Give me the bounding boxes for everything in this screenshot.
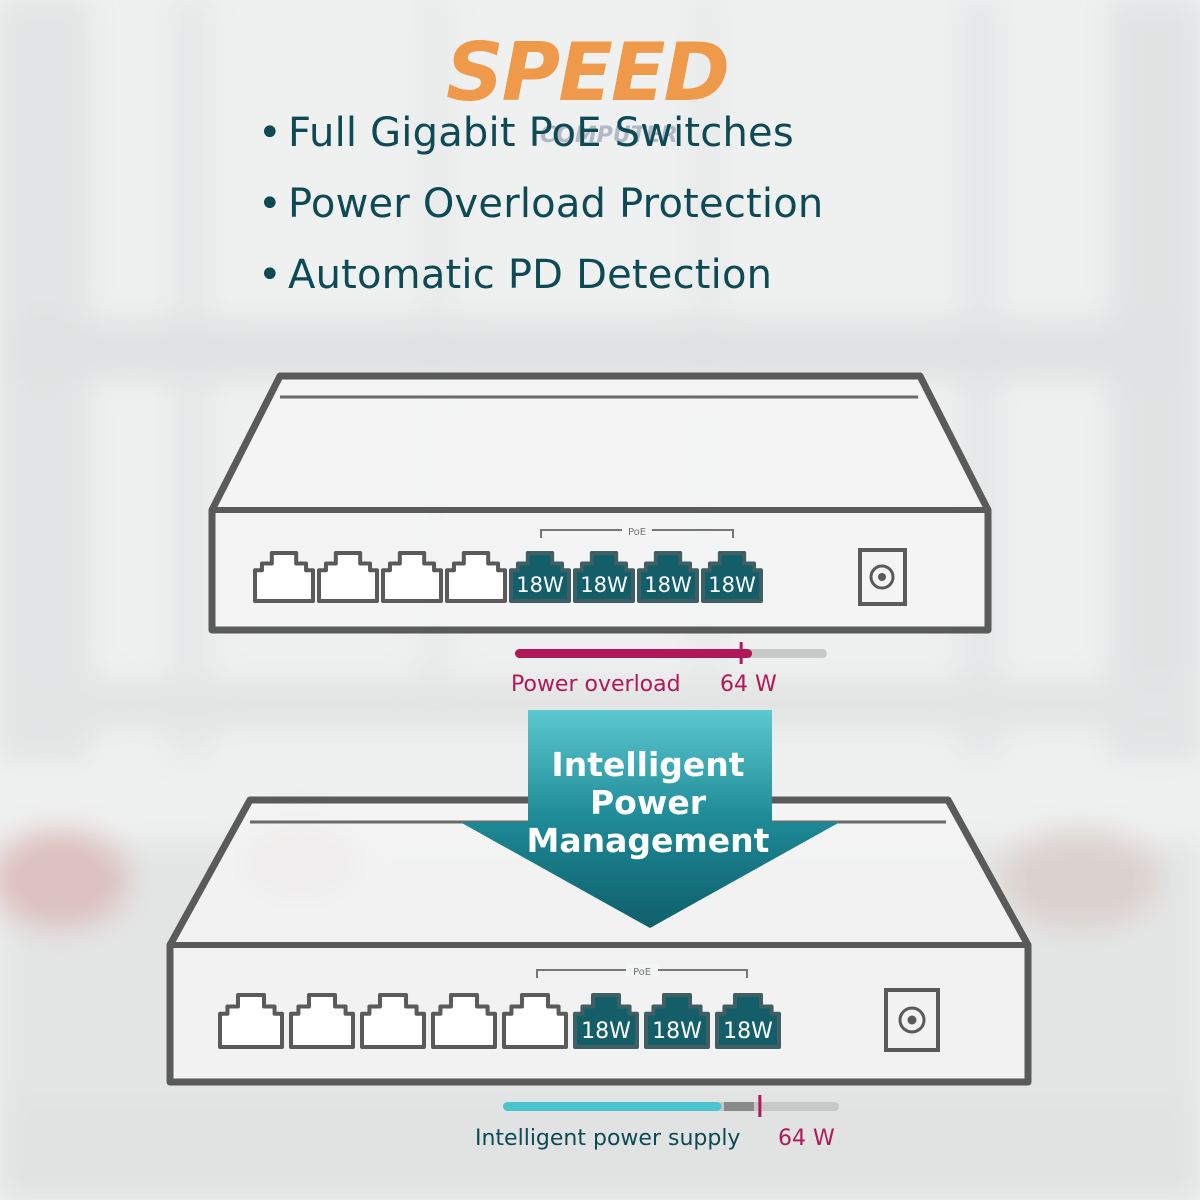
switch-top: PoE 18W 18W 18W 18W (208, 372, 992, 634)
port-wattage-label: 18W (581, 1019, 631, 1044)
speed-computer-logo: SPEED COMPUTER (446, 26, 730, 148)
port-wattage-label: 18W (644, 573, 692, 597)
power-bar-bottom: Intelligent power supply 64 W (475, 1095, 839, 1151)
power-bar-fill (503, 1102, 722, 1111)
poe-port (701, 551, 763, 603)
ethernet-port (289, 993, 355, 1049)
power-jack (884, 988, 940, 1052)
poe-label: PoE (628, 527, 646, 538)
ethernet-port (317, 551, 379, 603)
feature-item: •Power Overload Protection (258, 169, 823, 240)
ethernet-port (253, 551, 315, 603)
feature-text: Automatic PD Detection (288, 252, 773, 298)
logo-sub: COMPUTER (540, 123, 678, 148)
poe-port (573, 551, 635, 603)
port-wattage-label: 18W (516, 573, 564, 597)
ethernet-port (445, 551, 507, 603)
arrow-line2: Power (590, 783, 707, 822)
arrow-line1: Intelligent (551, 745, 744, 784)
poe-port (715, 993, 781, 1049)
poe-port (573, 993, 639, 1049)
feature-item: •Automatic PD Detection (258, 240, 823, 311)
bullet-icon: • (258, 110, 282, 156)
power-bar-top: Power overload 64 W (511, 642, 827, 697)
power-bar-value: 64 W (778, 1126, 835, 1151)
logo-main: SPEED (446, 26, 728, 119)
bullet-icon: • (258, 181, 282, 227)
ethernet-port (381, 551, 443, 603)
poe-bracket: PoE (540, 524, 734, 538)
power-bar-marker (758, 1095, 762, 1117)
intelligent-power-arrow: Intelligent Power Management (460, 710, 840, 928)
feature-list: •Full Gigabit PoE Switches •Power Overlo… (258, 98, 823, 311)
port-wattage-label: 18W (723, 1019, 773, 1044)
switch-bottom: PoE 18W 18W 18W (166, 796, 1032, 1086)
poe-port (637, 551, 699, 603)
bullet-icon: • (258, 252, 282, 298)
ethernet-port (360, 993, 426, 1049)
power-jack (858, 548, 907, 606)
power-bar-value: 64 W (720, 672, 777, 697)
port-wattage-label: 18W (652, 1019, 702, 1044)
ethernet-port (431, 993, 497, 1049)
power-bar-marker (739, 642, 743, 664)
poe-bracket: PoE (536, 964, 748, 978)
port-wattage-label: 18W (580, 573, 628, 597)
arrow-line3: Management (527, 821, 770, 860)
poe-label: PoE (633, 967, 651, 978)
power-bar-label: Power overload (511, 672, 681, 697)
power-bar-label: Intelligent power supply (475, 1126, 740, 1151)
feature-text: Full Gigabit PoE Switches (288, 110, 794, 156)
port-group: 18W 18W 18W (218, 993, 781, 1049)
feature-item: •Full Gigabit PoE Switches (258, 98, 823, 169)
port-group: 18W 18W 18W 18W (253, 551, 763, 603)
poe-port (509, 551, 571, 603)
ethernet-port (502, 993, 568, 1049)
ethernet-port (218, 993, 284, 1049)
port-wattage-label: 18W (708, 573, 756, 597)
power-bar-fill (515, 649, 753, 658)
poe-port (644, 993, 710, 1049)
feature-text: Power Overload Protection (288, 181, 824, 227)
